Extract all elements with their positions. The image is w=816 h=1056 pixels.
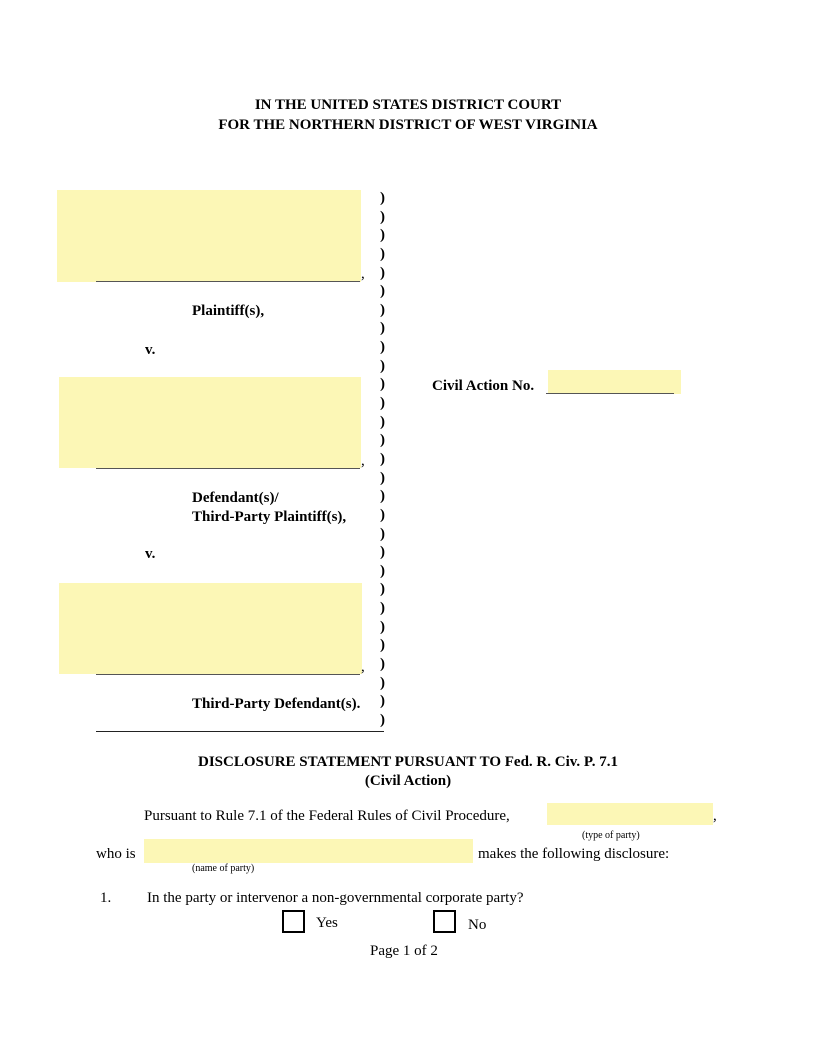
caption-paren: ) bbox=[380, 190, 385, 206]
civil-action-underline bbox=[546, 393, 674, 394]
caption-paren: ) bbox=[380, 357, 385, 374]
caption-bottom-rule bbox=[96, 731, 384, 732]
total-pages: 2 bbox=[430, 943, 438, 959]
third-party-defendant-label: Third-Party Defendant(s). bbox=[192, 696, 361, 712]
civil-action-label: Civil Action No. bbox=[432, 378, 535, 394]
page-indicator: Page 1 of 2 bbox=[370, 943, 438, 960]
caption-paren: ) bbox=[380, 413, 385, 430]
caption-paren: ) bbox=[380, 544, 385, 561]
versus-label-1: v. bbox=[145, 342, 156, 358]
caption-paren: ) bbox=[380, 581, 385, 598]
disclosure-subtitle: (Civil Action) bbox=[364, 773, 452, 789]
third-party-underline bbox=[96, 674, 360, 675]
caption-paren: ) bbox=[380, 320, 385, 337]
caption-paren: ) bbox=[380, 301, 385, 318]
no-checkbox[interactable] bbox=[433, 910, 456, 933]
caption-paren: ) bbox=[380, 562, 385, 579]
disclosure-title: DISCLOSURE STATEMENT PURSUANT TO Fed. R.… bbox=[198, 754, 618, 770]
caption-paren: ) bbox=[380, 637, 385, 654]
caption-paren: ) bbox=[380, 450, 385, 467]
caption-paren: ) bbox=[380, 469, 385, 486]
caption-paren: ) bbox=[380, 245, 385, 262]
type-of-party-caption: (type of party) bbox=[582, 830, 640, 841]
caption-paren: ) bbox=[380, 674, 385, 691]
defendant-label-line1: Defendant(s)/ bbox=[192, 490, 279, 506]
caption-paren: ) bbox=[380, 227, 385, 244]
caption-paren: ) bbox=[380, 693, 385, 710]
caption-paren: ) bbox=[380, 711, 385, 728]
caption-paren: ) bbox=[380, 432, 385, 449]
caption-paren: ) bbox=[380, 283, 385, 300]
type-of-party-trailing-comma: , bbox=[713, 808, 717, 824]
no-label: No bbox=[468, 917, 487, 933]
civil-action-number-field[interactable] bbox=[548, 370, 681, 394]
caption-paren: ) bbox=[380, 618, 385, 635]
who-is-label: who is bbox=[96, 846, 136, 862]
question-1-number: 1. bbox=[100, 890, 112, 906]
makes-disclosure-text: makes the following disclosure: bbox=[478, 846, 670, 862]
name-of-party-caption: (name of party) bbox=[192, 863, 255, 874]
type-of-party-field[interactable] bbox=[547, 803, 713, 825]
plaintiff-comma: , bbox=[361, 266, 365, 282]
caption-paren: ) bbox=[380, 339, 385, 356]
yes-checkbox[interactable] bbox=[282, 910, 305, 933]
caption-paren: ) bbox=[380, 395, 385, 412]
caption-paren: ) bbox=[380, 656, 385, 673]
question-1-text: In the party or intervenor a non-governm… bbox=[147, 890, 524, 906]
caption-paren: ) bbox=[380, 208, 385, 225]
statement-intro: Pursuant to Rule 7.1 of the Federal Rule… bbox=[144, 808, 510, 824]
caption-paren: ) bbox=[380, 264, 385, 281]
caption-paren: ) bbox=[380, 525, 385, 542]
defendant-underline bbox=[96, 468, 360, 469]
name-of-party-field[interactable] bbox=[144, 839, 473, 863]
third-party-defendant-field[interactable] bbox=[59, 583, 362, 674]
page-label: Page 1 of bbox=[370, 943, 427, 959]
plaintiff-underline bbox=[96, 281, 360, 282]
caption-paren: ) bbox=[380, 488, 385, 505]
defendant-name-field[interactable] bbox=[59, 377, 361, 468]
caption-paren: ) bbox=[380, 376, 385, 393]
yes-label: Yes bbox=[316, 915, 338, 931]
court-name-line2: FOR THE NORTHERN DISTRICT OF WEST VIRGIN… bbox=[218, 117, 598, 133]
plaintiff-name-field[interactable] bbox=[57, 190, 361, 282]
versus-label-2: v. bbox=[145, 546, 156, 562]
plaintiff-label: Plaintiff(s), bbox=[192, 303, 265, 319]
caption-paren-column: ))))))))))))))))))))))))))))) bbox=[380, 189, 385, 730]
third-party-comma: , bbox=[361, 659, 365, 675]
caption-paren: ) bbox=[380, 600, 385, 617]
defendant-label-line2: Third-Party Plaintiff(s), bbox=[192, 509, 347, 525]
caption-paren: ) bbox=[380, 506, 385, 523]
defendant-comma: , bbox=[361, 453, 365, 469]
court-name-line1: IN THE UNITED STATES DISTRICT COURT bbox=[254, 97, 562, 113]
